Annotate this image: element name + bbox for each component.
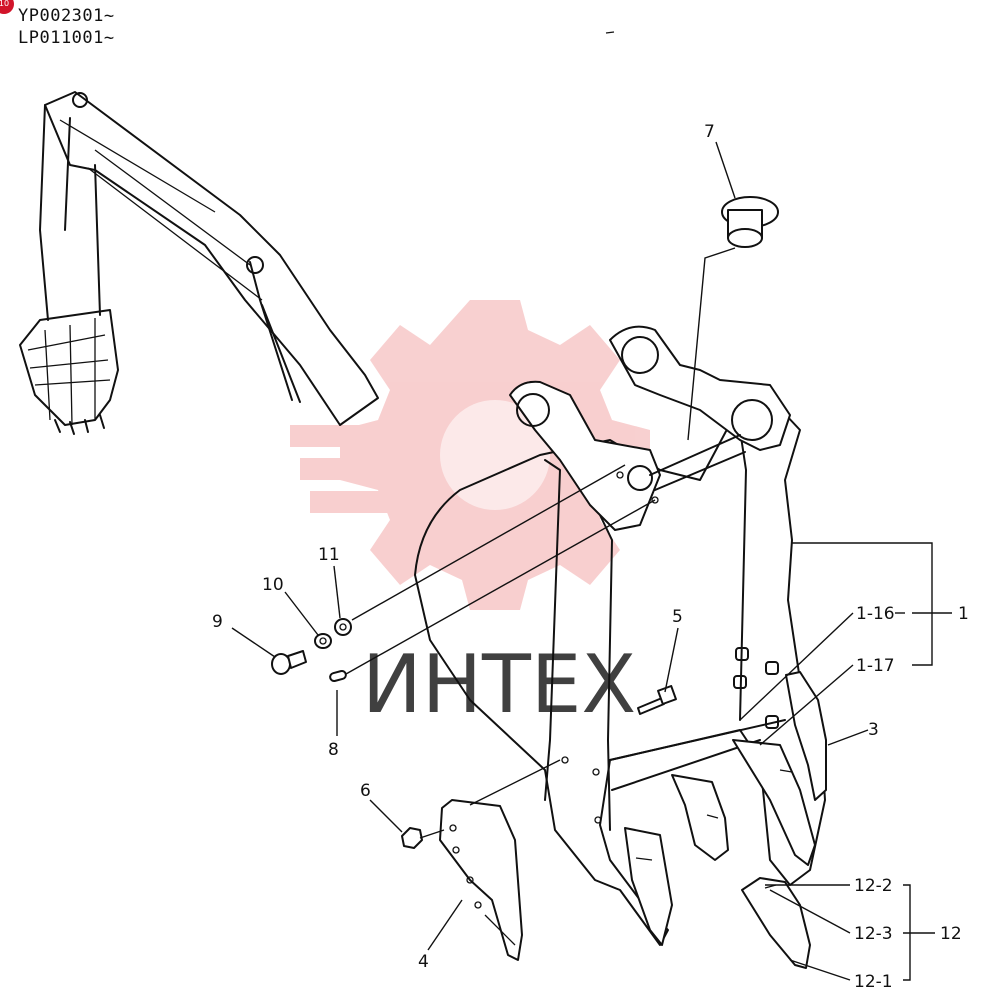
- side-cutter-part-4: [439, 799, 523, 961]
- callout-12-1: 12-1: [854, 972, 893, 992]
- callout-1: 1: [958, 604, 969, 624]
- callout-7: 7: [704, 122, 715, 142]
- tooth-part-12: [741, 877, 811, 969]
- serial-range-1: YP002301~: [18, 6, 115, 26]
- watermark-gear-hole: [440, 400, 550, 510]
- assembly-lines: [345, 464, 656, 839]
- bushing-part-7: [687, 196, 779, 441]
- callout-4: 4: [418, 952, 429, 972]
- bolt-part-5: [637, 685, 677, 715]
- callout-1-17: 1-17: [856, 656, 895, 676]
- callout-3: 3: [868, 720, 879, 740]
- washer-part-10: [314, 633, 332, 649]
- side-cutter-part-3: [785, 671, 827, 801]
- callout-12-2: 12-2: [854, 876, 893, 896]
- callout-12: 12: [940, 924, 962, 944]
- callout-6: 6: [360, 781, 371, 801]
- stray-mark: [605, 31, 615, 34]
- excavator-overview-illustration: [19, 91, 379, 435]
- callout-5: 5: [672, 607, 683, 627]
- watermark-text: ИНТЕХ: [362, 638, 636, 731]
- bucket-teeth: [624, 739, 816, 946]
- callout-9: 9: [212, 612, 223, 632]
- pin-part-8: [329, 669, 347, 683]
- bolt-part-9: [271, 650, 307, 675]
- washer-part-11: [334, 618, 352, 636]
- serial-range-2: LP011001~: [18, 28, 115, 48]
- callout-1-16: 1-16: [856, 604, 895, 624]
- callout-10: 10: [262, 575, 284, 595]
- bucket-frame-part-1: [414, 325, 826, 946]
- callout-labels: 7 5 6 9 10 11 8 4 3 1-16 1-17 1 12-2 12-…: [212, 122, 969, 992]
- callout-11: 11: [318, 545, 340, 565]
- callout-leaders: [231, 141, 952, 981]
- nut-part-6: [401, 827, 423, 849]
- callout-8: 8: [328, 740, 339, 760]
- page-badge: 10: [0, 0, 14, 14]
- callout-12-3: 12-3: [854, 924, 893, 944]
